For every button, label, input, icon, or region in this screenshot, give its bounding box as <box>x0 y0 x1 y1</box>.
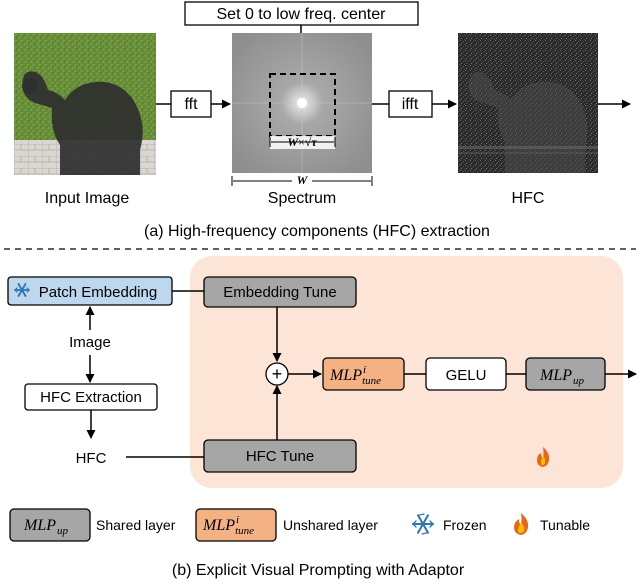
legend-unshared-label: Unshared layer <box>283 517 378 533</box>
gelu-label: GELU <box>446 367 487 384</box>
hfc-tune-label: HFC Tune <box>246 448 314 465</box>
legend-tunable-label: Tunable <box>540 517 590 533</box>
legend-shared-swatch <box>9 508 91 542</box>
hfc-extraction-label: HFC Extraction <box>40 389 142 406</box>
input-image-caption: Input Image <box>45 190 130 207</box>
legend-shared-label: Shared layer <box>96 517 176 533</box>
hfc-extraction-section: Set 0 to low freq. center Input Image ff… <box>14 1 631 240</box>
spectrum-width-label: W <box>297 173 309 187</box>
add-node-label: + <box>272 364 283 384</box>
spectrum-caption: Spectrum <box>268 190 336 207</box>
hfc-tune-block <box>203 439 357 473</box>
flame-icon <box>537 447 550 467</box>
center-box-size-label: W×√τ <box>287 135 317 149</box>
embedding-tune-label: Embedding Tune <box>223 284 336 301</box>
note-label: Set 0 to low freq. center <box>217 6 387 23</box>
hfc-label: HFC <box>76 450 107 467</box>
snowflake-icon <box>14 283 30 297</box>
fft-box <box>170 90 212 118</box>
part-a-caption: (a) High-frequency components (HFC) extr… <box>144 223 490 240</box>
low-freq-center-box <box>269 73 336 137</box>
adaptor-background <box>190 256 623 488</box>
input-image <box>14 33 156 175</box>
legend-frozen-label: Frozen <box>443 517 487 533</box>
mlp-up-label: MLPup <box>539 367 585 387</box>
ifft-label: ifft <box>402 96 419 113</box>
legend-shared-mlp-label: MLPup <box>23 517 69 537</box>
patch-embedding-label: Patch Embedding <box>39 284 157 301</box>
fft-label: fft <box>184 96 198 113</box>
hfc-caption: HFC <box>512 190 545 207</box>
part-b-caption: (b) Explicit Visual Prompting with Adapt… <box>172 562 465 579</box>
legend-flame-icon <box>514 513 529 535</box>
legend-snowflake-icon <box>412 513 434 535</box>
hfc-image <box>458 33 598 173</box>
legend-unshared-swatch <box>195 508 277 542</box>
image-label: Image <box>69 334 111 351</box>
embedding-tune-block <box>203 276 357 308</box>
spectrum-image <box>232 33 372 173</box>
adaptor-section: Patch Embedding Image HFC Extraction HFC… <box>7 256 637 488</box>
